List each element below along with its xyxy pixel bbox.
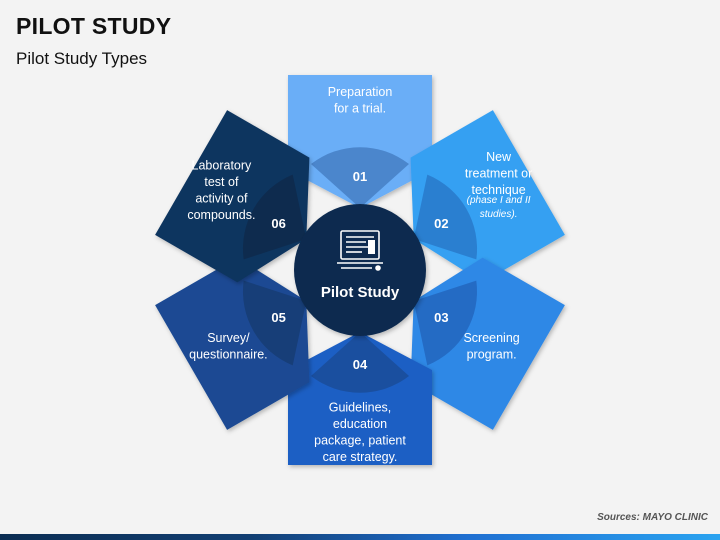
petal-number: 06 <box>271 216 285 231</box>
petal-accent <box>242 174 307 260</box>
petal-text-line: education <box>333 417 387 431</box>
page-title: PILOT STUDY <box>16 13 172 39</box>
petal-text-line: test of <box>204 175 239 189</box>
petal-number: 03 <box>434 310 448 325</box>
petal-06: 06 Laboratory test of activity of compounds. <box>155 110 310 283</box>
petal-01: 01 Preparation for a trial. <box>288 75 432 208</box>
petal-accent <box>413 280 478 366</box>
center-label: Pilot Study <box>321 284 400 301</box>
petal-note-line: studies). <box>480 209 518 220</box>
bottom-accent-bar <box>0 534 720 540</box>
petal-accent <box>413 174 478 260</box>
source-note: Sources: MAYO CLINIC <box>597 512 708 523</box>
petal-text-line: activity of <box>195 191 248 205</box>
petal-number: 02 <box>434 216 448 231</box>
petal-text-line: package, patient <box>314 433 406 447</box>
petal-accent <box>242 280 307 366</box>
petal-number: 05 <box>271 310 285 325</box>
petal-text-line: Laboratory <box>192 158 253 172</box>
petal-text-line: Survey/ <box>207 331 250 345</box>
petal-text-line: Screening <box>463 331 519 345</box>
center-hub: Pilot Study <box>294 204 426 336</box>
petal-number: 04 <box>353 357 368 372</box>
monitor-chart-icon <box>337 230 383 271</box>
petal-text-line: technique <box>471 183 525 197</box>
petal-note-line: (phase I and II <box>467 195 531 206</box>
petal-text-line: New <box>486 150 512 164</box>
petal-text-line: questionnaire. <box>189 347 268 361</box>
petal-accent <box>311 147 409 208</box>
petal-text-line: Preparation <box>328 85 393 99</box>
petal-text-line: program. <box>467 347 517 361</box>
petal-text-line: Guidelines, <box>329 400 392 414</box>
petal-text-line: treatment or <box>465 167 532 181</box>
petal-text-line: for a trial. <box>334 101 386 115</box>
petal-text-line: compounds. <box>187 208 255 222</box>
page-subtitle: Pilot Study Types <box>16 49 148 68</box>
petal-02: 02 New treatment or technique(phase I and I… <box>410 110 565 283</box>
petal-accent <box>311 332 409 393</box>
petal-text-line: care strategy. <box>323 450 398 464</box>
petal-number: 01 <box>353 169 367 184</box>
